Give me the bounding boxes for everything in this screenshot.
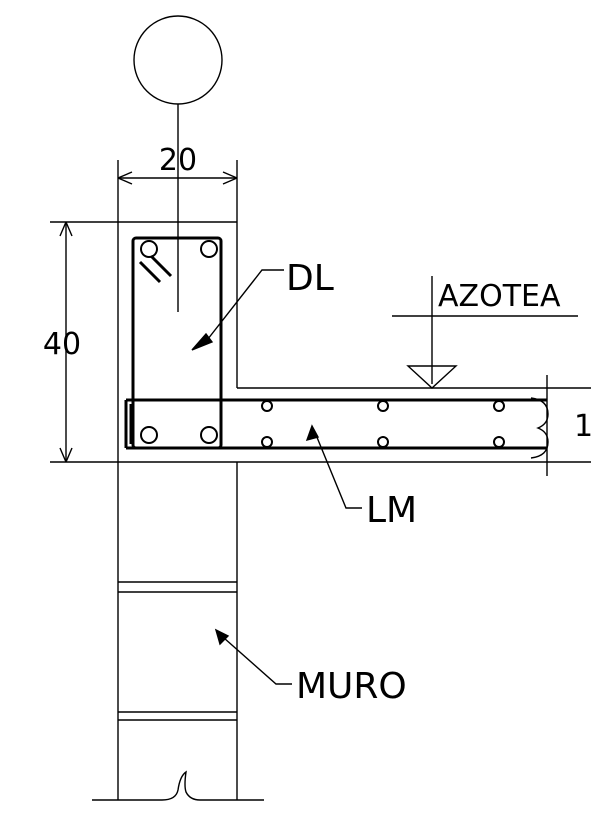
wall-outline (117, 462, 238, 800)
slab-bar (261, 400, 273, 412)
slab-bar (493, 436, 505, 448)
axis-marker-circle (133, 15, 223, 105)
slab-bars (261, 400, 505, 448)
beam-bars (140, 240, 218, 444)
slab-rebar (124, 398, 547, 450)
beam-label: DL (286, 258, 334, 299)
dl-leader-arrow (191, 332, 214, 351)
beam-bar (140, 240, 158, 258)
slab-label: LM (366, 490, 417, 531)
wall-leader (223, 637, 292, 685)
slab-bar (377, 436, 389, 448)
beam-outline (117, 221, 238, 462)
wall-label: MURO (296, 666, 407, 707)
roof-label: AZOTEA (438, 279, 561, 314)
beam-bar (200, 240, 218, 258)
slab-bar (493, 400, 505, 412)
width-dimension-label: 20 (159, 143, 197, 178)
width-dimension (117, 160, 238, 222)
dl-leader (203, 269, 284, 345)
stirrup-hook (138, 254, 173, 284)
roof-level-marker (392, 276, 578, 389)
beam-bar (200, 426, 218, 444)
slab-outline (118, 375, 591, 476)
slab-bar (261, 436, 273, 448)
wall-break-symbol (92, 770, 264, 801)
height-dimension (50, 221, 118, 463)
lm-leader-arrow (305, 424, 320, 442)
slab-bar (377, 400, 389, 412)
height-dimension-label: 40 (43, 327, 81, 362)
wall-leader-arrow (214, 628, 230, 646)
beam-bar (140, 426, 158, 444)
lm-leader (313, 429, 362, 509)
slab-thickness-label: 1 (574, 409, 591, 444)
